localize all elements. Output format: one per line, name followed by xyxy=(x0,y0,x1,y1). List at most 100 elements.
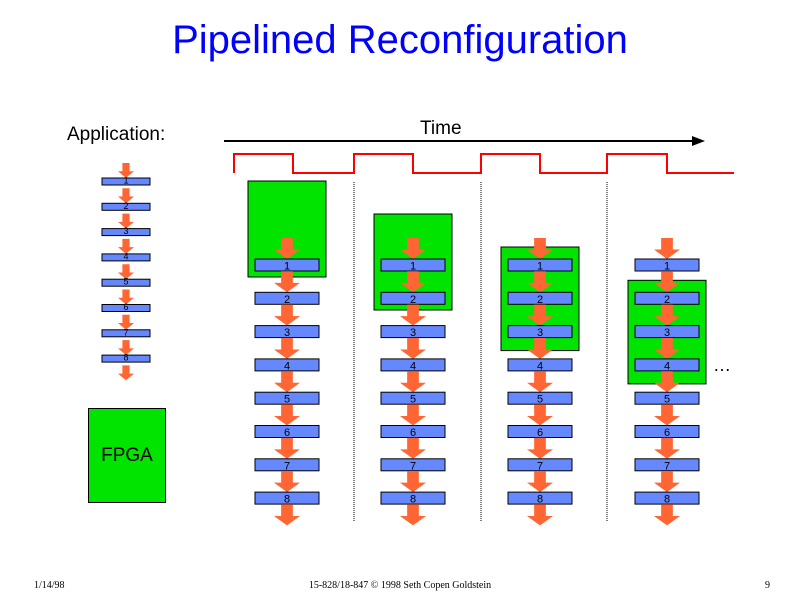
stage-label: 2 xyxy=(410,294,416,306)
stage-label: 8 xyxy=(537,494,543,506)
stage-label: 6 xyxy=(410,427,416,439)
flow-arrow-icon xyxy=(400,504,426,526)
pipeline-stage: 5 xyxy=(101,277,151,287)
stage-label: 6 xyxy=(664,427,670,439)
stage-label: 4 xyxy=(664,360,670,372)
fpga-label: FPGA xyxy=(101,444,153,466)
footer-date: 1/14/98 xyxy=(34,580,65,591)
flow-arrow-icon xyxy=(527,271,553,293)
stage-box xyxy=(380,491,446,505)
flow-arrow-icon xyxy=(527,504,553,526)
stage-box xyxy=(507,358,573,372)
stage-label: 6 xyxy=(537,427,543,439)
pipeline-stage: 3 xyxy=(380,325,446,339)
pipeline-stage: 7 xyxy=(507,458,573,472)
flow-arrow-icon xyxy=(400,304,426,326)
stage-label: 3 xyxy=(537,327,543,339)
pipeline-stage: 4 xyxy=(380,358,446,372)
flow-arrow-icon xyxy=(400,271,426,293)
flow-arrow-icon xyxy=(400,437,426,459)
stage-box xyxy=(634,425,700,438)
pipeline-stage: 8 xyxy=(101,353,151,363)
time-axis-arrowhead-icon xyxy=(692,136,705,146)
stage-box xyxy=(254,358,320,372)
flow-arrow-icon xyxy=(118,188,134,204)
stage-label: 5 xyxy=(664,394,670,406)
pipeline-stage: 5 xyxy=(380,391,446,406)
pipeline-stage: 8 xyxy=(634,491,700,506)
stage-label: 2 xyxy=(284,294,290,306)
pipeline-stage: 1 xyxy=(380,258,446,273)
pipeline-stage: 5 xyxy=(507,391,573,406)
stage-label: 8 xyxy=(664,494,670,506)
stage-box xyxy=(380,425,446,438)
stage-box xyxy=(254,325,320,339)
pipeline-stage: 2 xyxy=(634,291,700,306)
pipeline-column: 1 2 3 4 5 6 7 8 xyxy=(380,238,446,526)
stage-box xyxy=(507,491,573,505)
pipeline-stage: 2 xyxy=(101,201,151,211)
stage-box xyxy=(507,425,573,438)
flow-arrow-icon xyxy=(274,238,300,259)
flow-arrow-icon xyxy=(654,271,680,293)
flow-arrow-icon xyxy=(274,504,300,526)
stage-box xyxy=(101,304,151,312)
flow-arrow-icon xyxy=(654,371,680,393)
stage-box xyxy=(101,253,151,262)
flow-arrow-icon xyxy=(400,471,426,493)
flow-arrow-icon xyxy=(118,340,134,356)
flow-arrow-icon xyxy=(527,371,553,393)
pipeline-stage: 3 xyxy=(507,325,573,339)
stage-box xyxy=(254,258,320,272)
flow-arrow-icon xyxy=(654,304,680,326)
pipeline-stage: 2 xyxy=(254,291,320,306)
stage-box xyxy=(634,491,700,505)
stage-label: 5 xyxy=(410,394,416,406)
stage-label: 6 xyxy=(284,427,290,439)
pipeline-stage: 6 xyxy=(254,425,320,439)
flow-arrow-icon xyxy=(274,371,300,393)
flow-arrow-icon xyxy=(527,471,553,493)
stage-label: 7 xyxy=(537,460,543,472)
stage-label: 3 xyxy=(410,327,416,339)
flow-arrow-icon xyxy=(274,437,300,459)
continuation-ellipsis: … xyxy=(713,355,731,375)
stage-box xyxy=(380,258,446,272)
pipeline-stage: 6 xyxy=(380,425,446,439)
stage-box xyxy=(254,291,320,305)
pipeline-stage: 8 xyxy=(380,491,446,506)
stage-box xyxy=(101,177,151,186)
stage-box xyxy=(101,354,151,363)
flow-arrow-icon xyxy=(400,371,426,393)
stage-box xyxy=(507,258,573,272)
stage-box xyxy=(380,325,446,339)
stage-label: 6 xyxy=(123,302,128,312)
flow-arrow-icon xyxy=(527,337,553,359)
flow-arrow-icon xyxy=(118,264,134,280)
flow-arrow-icon xyxy=(118,365,134,381)
stage-box xyxy=(254,458,320,472)
pipeline-stage: 7 xyxy=(380,458,446,472)
flow-arrow-icon xyxy=(118,163,134,178)
flow-arrow-icon xyxy=(654,504,680,526)
flow-arrow-icon xyxy=(274,304,300,326)
stage-label: 8 xyxy=(410,494,416,506)
stage-box xyxy=(634,325,700,339)
stage-box xyxy=(254,425,320,438)
pipeline-stage: 8 xyxy=(254,491,320,506)
flow-arrow-icon xyxy=(118,289,134,305)
clock-waveform xyxy=(233,153,734,174)
pipeline-stage: 1 xyxy=(101,176,151,186)
flow-arrow-icon xyxy=(274,271,300,293)
stage-label: 7 xyxy=(123,327,128,337)
footer-course: 15-828/18-847 © 1998 Seth Copen Goldstei… xyxy=(308,580,492,591)
pipeline-stage: 7 xyxy=(634,458,700,472)
stage-box xyxy=(634,458,700,472)
application-label: Application: xyxy=(67,124,166,145)
stage-box xyxy=(634,258,700,272)
stage-box xyxy=(380,458,446,472)
pipeline-stage: 5 xyxy=(254,391,320,406)
